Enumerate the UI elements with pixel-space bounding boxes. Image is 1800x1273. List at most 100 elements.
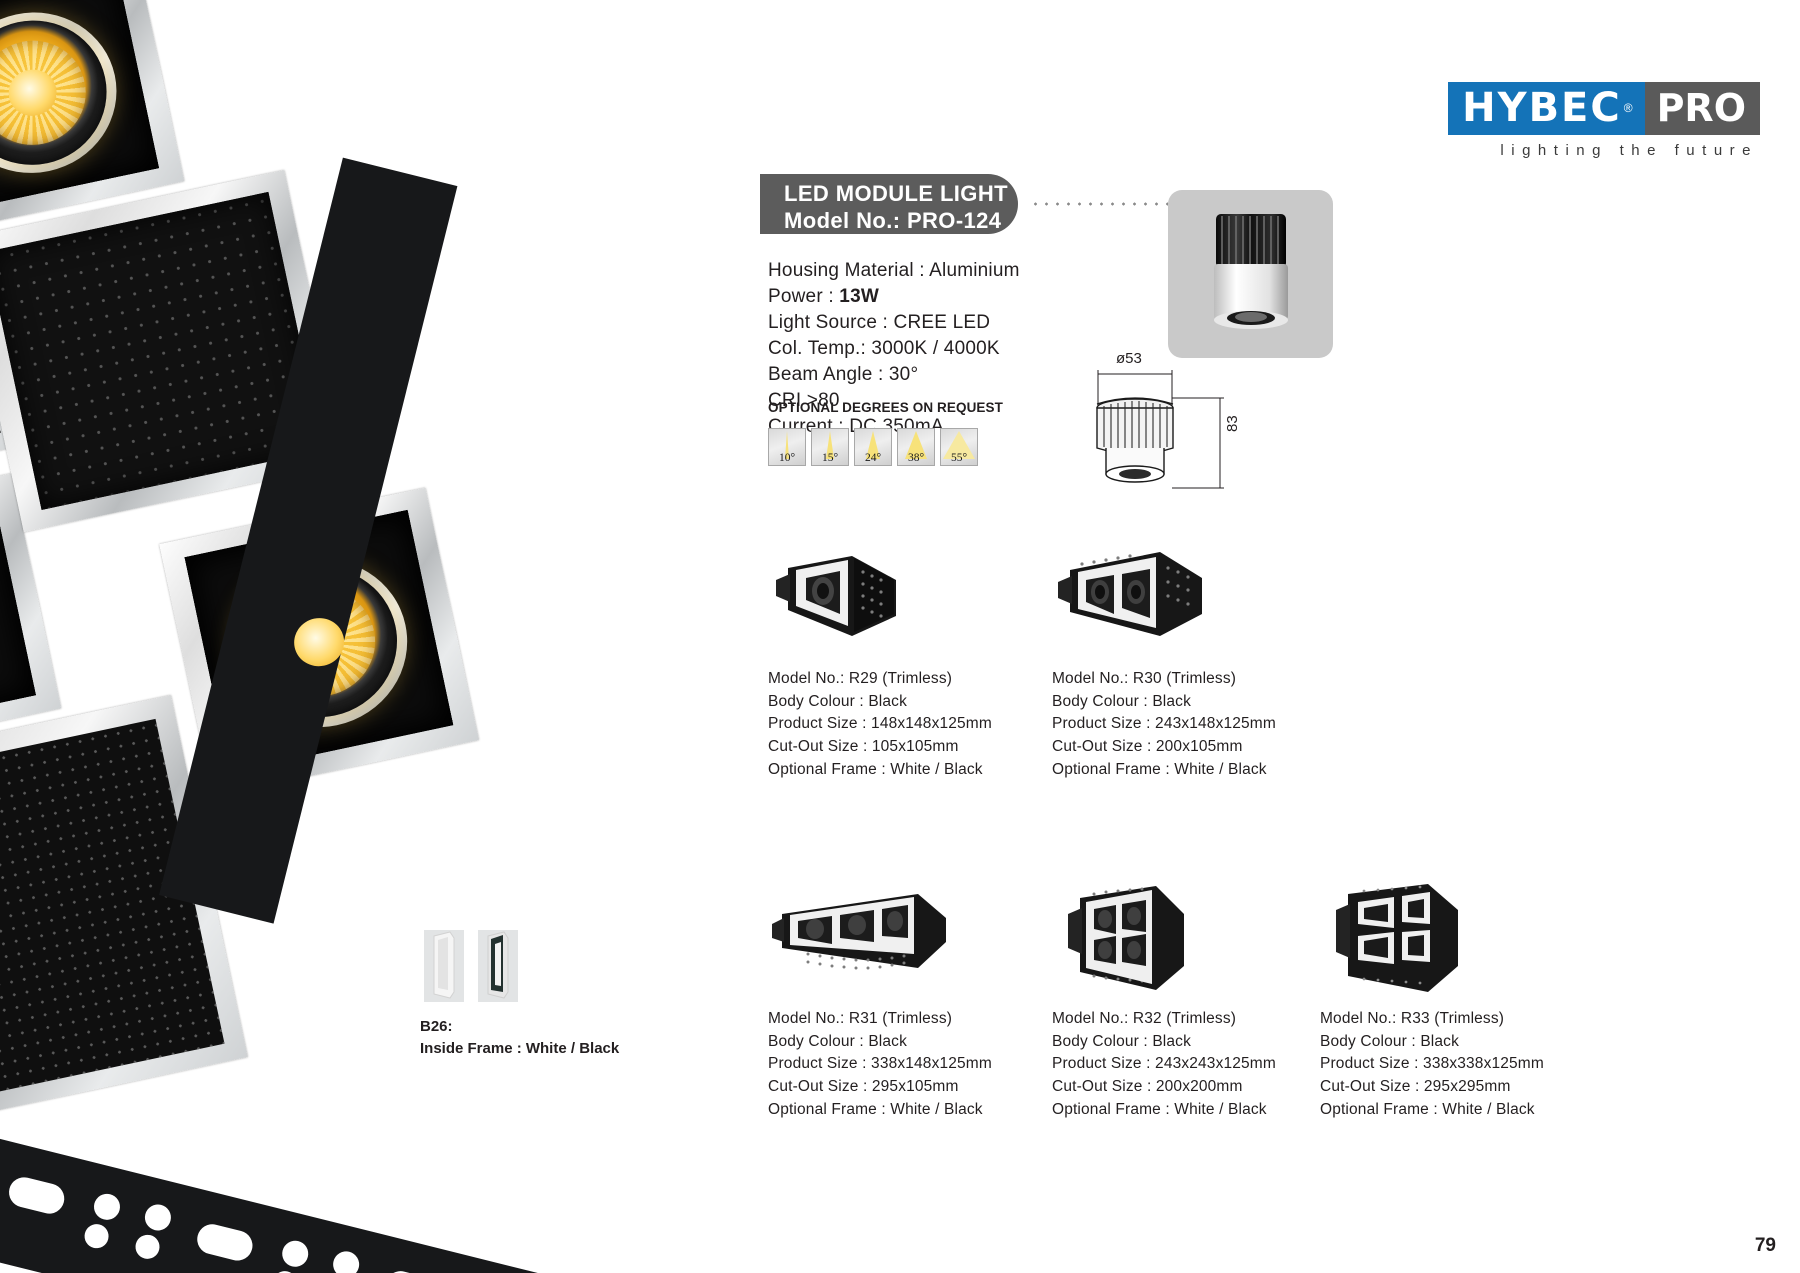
frame-swatch-block: B26: Inside Frame : White / Black — [420, 930, 619, 1060]
product-cutout-r29: Cut-Out Size : 105x105mm — [768, 737, 959, 755]
product-frame-r32: Optional Frame : White / Black — [1052, 1100, 1267, 1118]
product-model-r32: Model No.: R32 (Trimless) — [1052, 1010, 1237, 1027]
product-specs-r32: Model No.: R32 (Trimless) Body Colour : … — [1052, 1008, 1332, 1121]
product-cutout-r30: Cut-Out Size : 200x105mm — [1052, 737, 1243, 755]
catalog-content: HYBEC ® PRO lighting the future LED MODU… — [420, 0, 1800, 1273]
registered-trademark-icon: ® — [1623, 101, 1633, 115]
beam-angle-55: 55° — [940, 428, 978, 466]
logo-brand-name: HYBEC — [1462, 85, 1622, 131]
beam-cone-15-icon — [826, 431, 834, 459]
beam-angle-55-label: 55° — [950, 452, 968, 464]
product-body-colour-r30: Body Colour : Black — [1052, 692, 1191, 710]
product-title-banner: LED MODULE LIGHT Model No.: PRO-124 — [760, 174, 1018, 234]
product-image-r30 — [1052, 540, 1332, 660]
dimension-drawing: ø53 83 — [1060, 350, 1250, 502]
frame-swatch-caption: Inside Frame : White / Black — [420, 1039, 620, 1057]
product-frame-r30: Optional Frame : White / Black — [1052, 760, 1267, 778]
beam-angle-15-label: 15° — [821, 452, 839, 464]
spec-row-col-temp: Col. Temp.: 3000K / 4000K — [768, 338, 1000, 360]
product-photograph — [0, 0, 760, 1273]
beam-angle-24: 24° — [854, 428, 892, 466]
specification-list: Housing Material : Aluminium Power : 13W… — [768, 258, 1020, 440]
product-frame-r29: Optional Frame : White / Black — [768, 760, 983, 778]
product-frame-r33: Optional Frame : White / Black — [1320, 1100, 1535, 1118]
spec-row-beam-angle: Beam Angle : 30° — [768, 364, 919, 386]
dimension-diameter-label: ø53 — [1116, 350, 1142, 367]
product-specs-r31: Model No.: R31 (Trimless) Body Colour : … — [768, 1008, 1048, 1121]
logo-pro-text: PRO — [1656, 86, 1746, 130]
brand-logo: HYBEC ® PRO lighting the future — [1448, 82, 1760, 159]
product-model-r30: Model No.: R30 (Trimless) — [1052, 670, 1237, 687]
product-frame-r31: Optional Frame : White / Black — [768, 1100, 983, 1118]
beam-angle-24-label: 24° — [864, 452, 882, 464]
product-size-r32: Product Size : 243x243x125mm — [1052, 1055, 1276, 1073]
fixture-3-cell-icon — [772, 894, 946, 970]
beam-angle-swatches: 10° 15° 24° 38° 55° — [768, 428, 978, 466]
product-body-colour-r29: Body Colour : Black — [768, 692, 907, 710]
beam-cone-24-icon — [866, 431, 880, 459]
product-size-r29: Product Size : 148x148x125mm — [768, 715, 992, 733]
spec-row-housing: Housing Material : Aluminium — [768, 260, 1020, 281]
product-model-r33: Model No.: R33 (Trimless) — [1320, 1010, 1505, 1027]
white-frame-icon — [433, 931, 455, 999]
product-cutout-r32: Cut-Out Size : 200x200mm — [1052, 1077, 1243, 1095]
beam-angle-38: 38° — [897, 428, 935, 466]
product-body-colour-r31: Body Colour : Black — [768, 1032, 907, 1050]
product-size-r31: Product Size : 338x148x125mm — [768, 1055, 992, 1073]
fixture-1-cell-icon — [776, 556, 896, 636]
product-title: LED MODULE LIGHT — [784, 181, 1008, 206]
product-size-r30: Product Size : 243x148x125mm — [1052, 715, 1276, 733]
product-specs-r29: Model No.: R29 (Trimless) Body Colour : … — [768, 668, 1048, 781]
fixture-2-cell-icon — [1058, 552, 1202, 636]
spec-row-cri: CRI >80 — [768, 390, 840, 412]
product-cutout-r31: Cut-Out Size : 295x105mm — [768, 1077, 959, 1095]
product-card-r30: Model No.: R30 (Trimless) Body Colour : … — [1052, 540, 1332, 781]
dimension-height-label: 83 — [1224, 415, 1241, 432]
photo-composition — [0, 0, 760, 1273]
product-specs-r33: Model No.: R33 (Trimless) Body Colour : … — [1320, 1008, 1600, 1121]
product-size-r33: Product Size : 338x338x125mm — [1320, 1055, 1544, 1073]
product-image-r31 — [768, 880, 1048, 1000]
beam-cone-55-icon — [943, 431, 975, 459]
product-image-r33 — [1320, 880, 1600, 1000]
fixture-4-cell-icon — [1068, 886, 1184, 990]
frame-swatch-code: B26: — [420, 1018, 453, 1035]
product-body-colour-r32: Body Colour : Black — [1052, 1032, 1191, 1050]
logo-lockup: HYBEC ® PRO — [1448, 82, 1760, 135]
product-card-r32: Model No.: R32 (Trimless) Body Colour : … — [1052, 880, 1332, 1121]
led-module-photo-icon — [1214, 214, 1288, 329]
product-card-r33: Model No.: R33 (Trimless) Body Colour : … — [1320, 880, 1600, 1121]
logo-pro-block: PRO — [1644, 82, 1760, 135]
product-card-r29: Model No.: R29 (Trimless) Body Colour : … — [768, 540, 1048, 781]
beam-cone-38-icon — [905, 431, 927, 459]
hero-product-image — [1168, 190, 1333, 358]
logo-brand-block: HYBEC ® — [1448, 82, 1645, 135]
product-body-colour-r33: Body Colour : Black — [1320, 1032, 1459, 1050]
beam-angle-15: 15° — [811, 428, 849, 466]
spec-row-power: Power : 13W — [768, 286, 879, 308]
dotted-leader — [1030, 202, 1190, 206]
frame-swatch-images — [420, 930, 619, 1002]
beam-angle-38-label: 38° — [907, 452, 925, 464]
product-specs-r30: Model No.: R30 (Trimless) Body Colour : … — [1052, 668, 1332, 781]
product-model-r31: Model No.: R31 (Trimless) — [768, 1010, 953, 1027]
optional-degrees-title: OPTIONAL DEGREES ON REQUEST — [768, 400, 1003, 415]
beam-angle-10: 10° — [768, 428, 806, 466]
module-dimension-diagram-icon — [1096, 370, 1224, 489]
beam-angle-10-label: 10° — [778, 452, 796, 464]
product-model-line: Model No.: PRO-124 — [784, 207, 1002, 233]
fixture-6-cell-icon — [1336, 884, 1458, 992]
frame-swatch-white — [424, 930, 464, 1002]
page-number: 79 — [1754, 1235, 1776, 1256]
product-model-r29: Model No.: R29 (Trimless) — [768, 670, 953, 687]
product-card-r31: Model No.: R31 (Trimless) Body Colour : … — [768, 880, 1048, 1121]
frame-swatch-black — [478, 930, 518, 1002]
beam-cone-10-icon — [785, 431, 789, 459]
product-image-r32 — [1052, 880, 1332, 1000]
vent-slot-group-bottom — [0, 1118, 649, 1273]
product-image-r29 — [768, 540, 1048, 660]
black-frame-icon — [487, 931, 509, 999]
logo-tagline: lighting the future — [1500, 142, 1758, 159]
product-cutout-r33: Cut-Out Size : 295x295mm — [1320, 1077, 1511, 1095]
spec-row-light-source: Light Source : CREE LED — [768, 312, 991, 334]
